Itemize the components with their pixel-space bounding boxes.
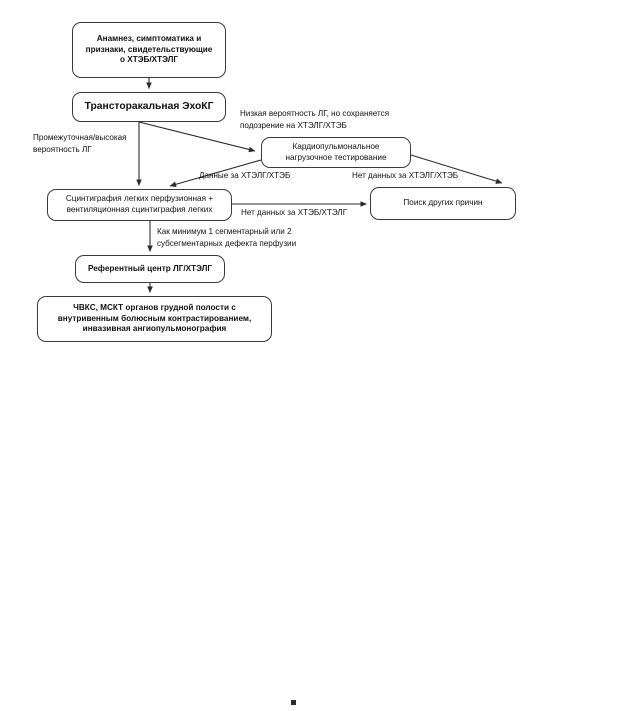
node-transthoracic-echo-label: Трансторакальная ЭхоКГ (84, 101, 214, 113)
node-anamnesis-label: Анамнез, симптоматика и признаки, свидет… (85, 33, 213, 65)
node-advanced-imaging-label: ЧВКС, МСКТ органов грудной полости с вну… (57, 302, 252, 334)
node-lung-scintigraphy[interactable]: Сцинтиграфия легких перфузионная + венти… (47, 189, 232, 221)
node-referral-center[interactable]: Референтный центр ЛГ/ХТЭЛГ (75, 255, 225, 283)
node-advanced-imaging[interactable]: ЧВКС, МСКТ органов грудной полости с вну… (37, 296, 272, 342)
node-anamnesis[interactable]: Анамнез, симптоматика и признаки, свидет… (72, 22, 226, 78)
node-lung-scintigraphy-label: Сцинтиграфия легких перфузионная + венти… (65, 194, 214, 214)
edge-label-low-probability: Низкая вероятность ЛГ, но сохраняется по… (240, 109, 390, 130)
edge-label-perfusion-defect-criteria: Как минимум 1 сегментарный или 2 субсегм… (157, 227, 297, 248)
node-referral-center-label: Референтный центр ЛГ/ХТЭЛГ (87, 263, 212, 273)
edge-label-intermediate-high-probability: Промежуточная/высокая вероятность ЛГ (33, 133, 127, 154)
node-search-other-causes-label: Поиск других причин (403, 198, 483, 208)
edge-label-evidence-for-cteph: Данные за ХТЭЛГ/ХТЭБ (199, 171, 291, 180)
page-artifact-mark (291, 700, 296, 705)
node-cardiopulmonary-exercise-test[interactable]: Кардиопульмональное нагрузочное тестиров… (261, 137, 411, 168)
edge-label-no-evidence-cteph-right: Нет данных за ХТЭЛГ/ХТЭБ (352, 171, 459, 180)
edge-label-no-evidence-cteph-middle: Нет данных за ХТЭБ/ХТЭЛГ (241, 208, 348, 217)
node-cardiopulmonary-exercise-test-label: Кардиопульмональное нагрузочное тестиров… (285, 141, 387, 162)
node-search-other-causes[interactable]: Поиск других причин (370, 187, 516, 220)
node-transthoracic-echo[interactable]: Трансторакальная ЭхоКГ (72, 92, 226, 122)
